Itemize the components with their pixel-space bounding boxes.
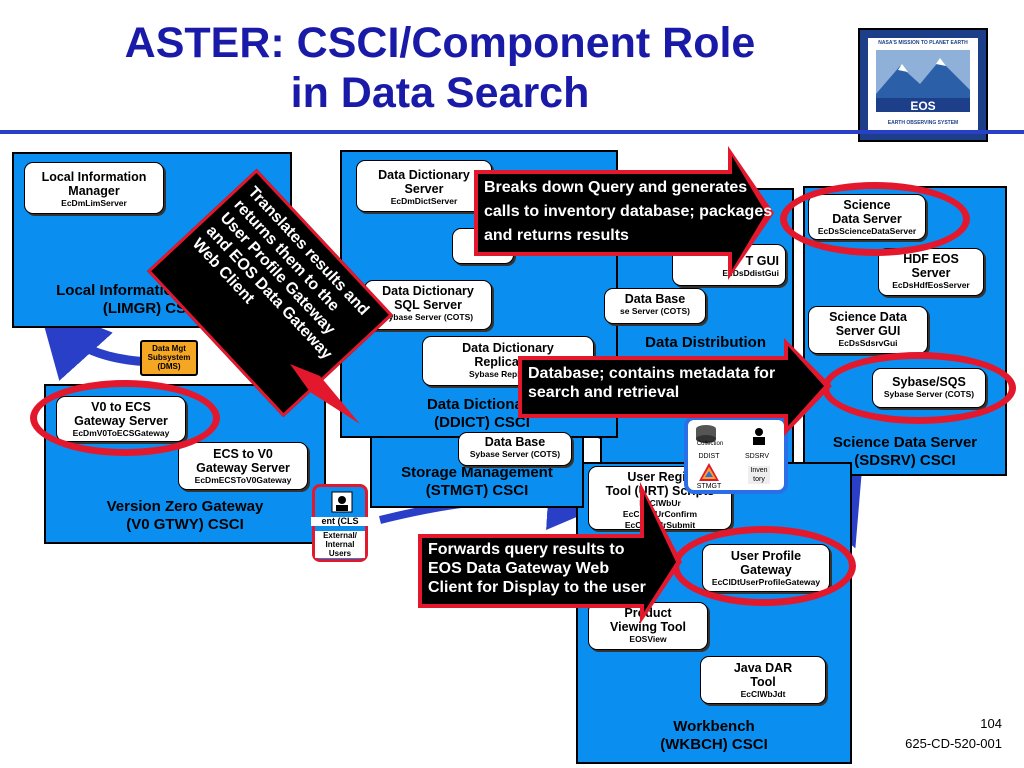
dms-line-1: Data Mgt — [152, 344, 186, 353]
ddict-label-2: (DDICT) CSCI — [434, 414, 530, 431]
data-dictionary-server-component: Data Dictionary Server EcDmDictServer — [356, 160, 492, 212]
ecs-to-v0-gateway-server-component: ECS to V0 Gateway Server EcDmECSToV0Gate… — [178, 442, 308, 490]
eos-logo: NASA'S MISSION TO PLANET EARTH EOS EARTH… — [858, 28, 988, 142]
title-line-1: ASTER: CSCI/Component Role — [124, 19, 756, 67]
mini-stmgt-label: STMGT — [696, 483, 722, 490]
mini-collection-label: Collection — [696, 441, 724, 447]
science-data-server-gui-component: Science Data Server GUI EcDsSdsrvGui — [808, 306, 928, 354]
v0gtwy-label-1: Version Zero Gateway — [106, 498, 264, 515]
collection-icon — [696, 425, 716, 443]
client-sub-3: Users — [315, 549, 365, 558]
mini-ddist-label: DDIST — [698, 453, 720, 460]
ddict-label-1: Data Dictionary — [426, 396, 538, 413]
data-base-stmgt-component: Data Base Sybase Server (COTS) — [458, 432, 572, 466]
callout-database-arrow-shape — [518, 338, 832, 436]
stmgt-label-1: Storage Management — [401, 464, 553, 481]
java-dar-tool-component: Java DAR Tool EcClWbJdt — [700, 656, 826, 704]
mini-inventory-label: Inven tory — [748, 466, 770, 484]
callout-forwards-arrow-shape — [418, 482, 682, 624]
wkbch-label-1: Workbench — [673, 718, 755, 735]
page-number: 104 — [980, 716, 1002, 731]
local-information-manager-component: Local Information Manager EcDmLimServer — [24, 162, 164, 214]
title-rule — [0, 130, 1024, 134]
limgr-label-2: (LIMGR) CSCI — [102, 300, 202, 317]
client-sub-1: External/ — [315, 531, 365, 540]
stmgt-label-2: (STMGT) CSCI — [425, 482, 529, 499]
mini-sdsrv-label: SDSRV — [745, 453, 769, 460]
callout-forwards-text: Forwards query results to EOS Data Gatew… — [428, 541, 646, 596]
wkbch-label-2: (WKBCH) CSCI — [660, 736, 768, 753]
document-number: 625-CD-520-001 — [905, 736, 1002, 751]
title-line-2: in Data Search — [290, 69, 590, 117]
callout-translates-pointer — [290, 364, 360, 424]
data-dictionary-sql-server-component: Data Dictionary SQL Server Sybase Server… — [364, 280, 492, 330]
client-sub-2: Internal — [315, 540, 365, 549]
highlight-ring-v0-to-ecs — [30, 380, 220, 456]
callout-database-text: Database; contains metadata for search a… — [528, 365, 776, 401]
v0gtwy-label-2: (V0 GTWY) CSCI — [126, 516, 244, 533]
logo-top-text: NASA'S MISSION TO PLANET EARTH — [878, 40, 968, 46]
logo-bottom-text: EARTH OBSERVING SYSTEM — [887, 120, 959, 126]
logo-center-text: EOS — [910, 99, 936, 113]
highlight-ring-science-data-server — [780, 182, 970, 256]
arrow-to-limgr — [37, 303, 151, 381]
dms-line-2: Subsystem — [147, 353, 191, 362]
sdsrv-figure-icon — [753, 428, 765, 445]
stmgt-pyramid-icon — [699, 463, 719, 481]
hdf-eos-server-component: HDF EOS Server EcDsHdfEosServer — [878, 248, 984, 296]
client-label: ent (CLS — [311, 517, 369, 526]
highlight-ring-user-profile-gateway — [672, 526, 856, 606]
client-user-icon — [331, 491, 353, 513]
sdsrv-label-1: Science Data Server — [832, 434, 978, 451]
data-base-ddist-component: Data Base se Server (COTS) — [604, 288, 706, 324]
client-box: ent (CLS External/ Internal Users — [311, 484, 369, 562]
logo-mountain-icon — [876, 50, 970, 112]
dd-label-1: Data Distribution — [645, 334, 766, 351]
dms-subsystem-box: Data Mgt Subsystem (DMS) — [140, 340, 198, 376]
sdsrv-label-2: (SDSRV) CSCI — [854, 452, 956, 469]
page-title: ASTER: CSCI/Component Role in Data Searc… — [60, 18, 820, 118]
highlight-ring-sybase-sqs — [822, 352, 1016, 424]
callout-breaks-arrow-shape — [474, 146, 774, 280]
callout-breaks-text: Breaks down Query and generates calls to… — [484, 179, 773, 244]
dms-line-3: (DMS) — [157, 362, 181, 371]
